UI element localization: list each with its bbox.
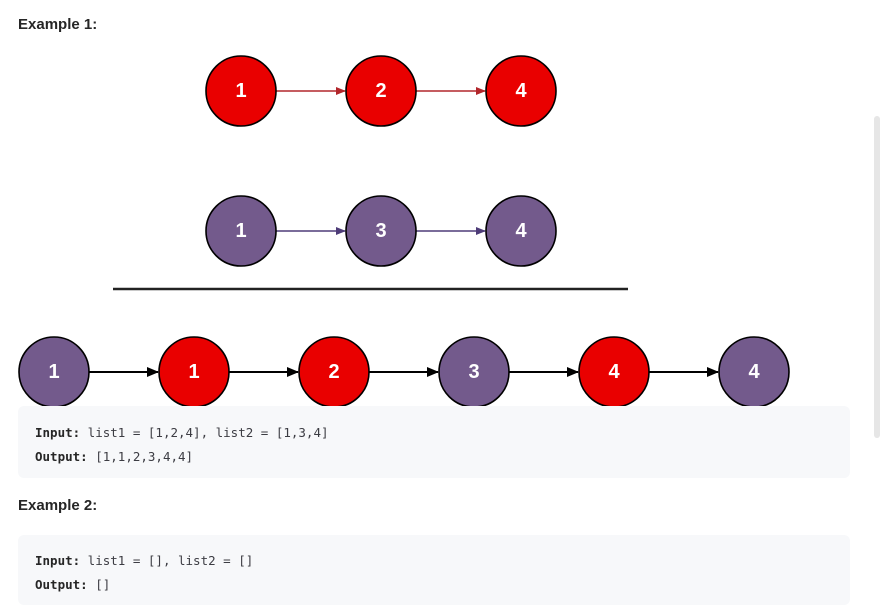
output-label: Output: (35, 577, 88, 592)
list2-node-value: 3 (375, 220, 386, 242)
example-2-input-line: Input: list1 = [], list2 = [] (35, 549, 833, 573)
merged-node-value: 3 (468, 361, 479, 383)
example-1-heading: Example 1: (18, 16, 98, 33)
merged-node-value: 4 (748, 361, 760, 383)
input-label: Input: (35, 425, 81, 440)
output-label: Output: (35, 449, 88, 464)
merged-node-value: 2 (328, 361, 339, 383)
merged-node: 2 (298, 336, 370, 408)
list2-node-value: 4 (515, 220, 527, 242)
list1-linked-list: 1 2 4 (205, 55, 557, 127)
list1-node-value: 2 (375, 80, 386, 102)
list2-node-circle (205, 195, 277, 267)
list1-node-circle (205, 55, 277, 127)
merged-node: 1 (158, 336, 230, 408)
merged-node: 4 (718, 336, 790, 408)
example-2-output-line: Output: [] (35, 573, 833, 597)
list1-node: 1 (205, 55, 277, 127)
list2-node-circle (345, 195, 417, 267)
list1-node: 2 (345, 55, 417, 127)
list1-node-value: 1 (235, 80, 246, 102)
list2-node-value: 1 (235, 220, 246, 242)
merged-node: 4 (578, 336, 650, 408)
merged-node-value: 4 (608, 361, 620, 383)
example-1-output-line: Output: [1,1,2,3,4,4] (35, 445, 833, 469)
input-value: list1 = [], list2 = [] (80, 553, 254, 568)
list2-node-circle (485, 195, 557, 267)
output-value: [] (87, 577, 111, 592)
linked-list-merge-diagram: 1 2 4 1 3 4 1 1 2 3 4 4 (18, 55, 790, 408)
merged-node-value: 1 (48, 361, 59, 383)
example-2-heading: Example 2: (18, 497, 98, 514)
input-label: Input: (35, 553, 81, 568)
merged-linked-list: 1 1 2 3 4 4 (18, 336, 790, 408)
list1-node: 4 (485, 55, 557, 127)
list2-node: 4 (485, 195, 557, 267)
example-1-code-block: Input: list1 = [1,2,4], list2 = [1,3,4] … (18, 406, 850, 478)
merged-node: 1 (18, 336, 90, 408)
list1-node-circle (345, 55, 417, 127)
list2-linked-list: 1 3 4 (205, 195, 557, 267)
output-value: [1,1,2,3,4,4] (87, 449, 194, 464)
example-1-input-line: Input: list1 = [1,2,4], list2 = [1,3,4] (35, 421, 833, 445)
list1-node-circle (485, 55, 557, 127)
page-scrollbar[interactable] (874, 116, 880, 438)
list2-node: 1 (205, 195, 277, 267)
input-value: list1 = [1,2,4], list2 = [1,3,4] (80, 425, 329, 440)
list1-node-value: 4 (515, 80, 527, 102)
example-2-code-block: Input: list1 = [], list2 = [] Output: [] (18, 535, 850, 605)
merged-node: 3 (438, 336, 510, 408)
list2-node: 3 (345, 195, 417, 267)
merged-node-value: 1 (188, 361, 199, 383)
